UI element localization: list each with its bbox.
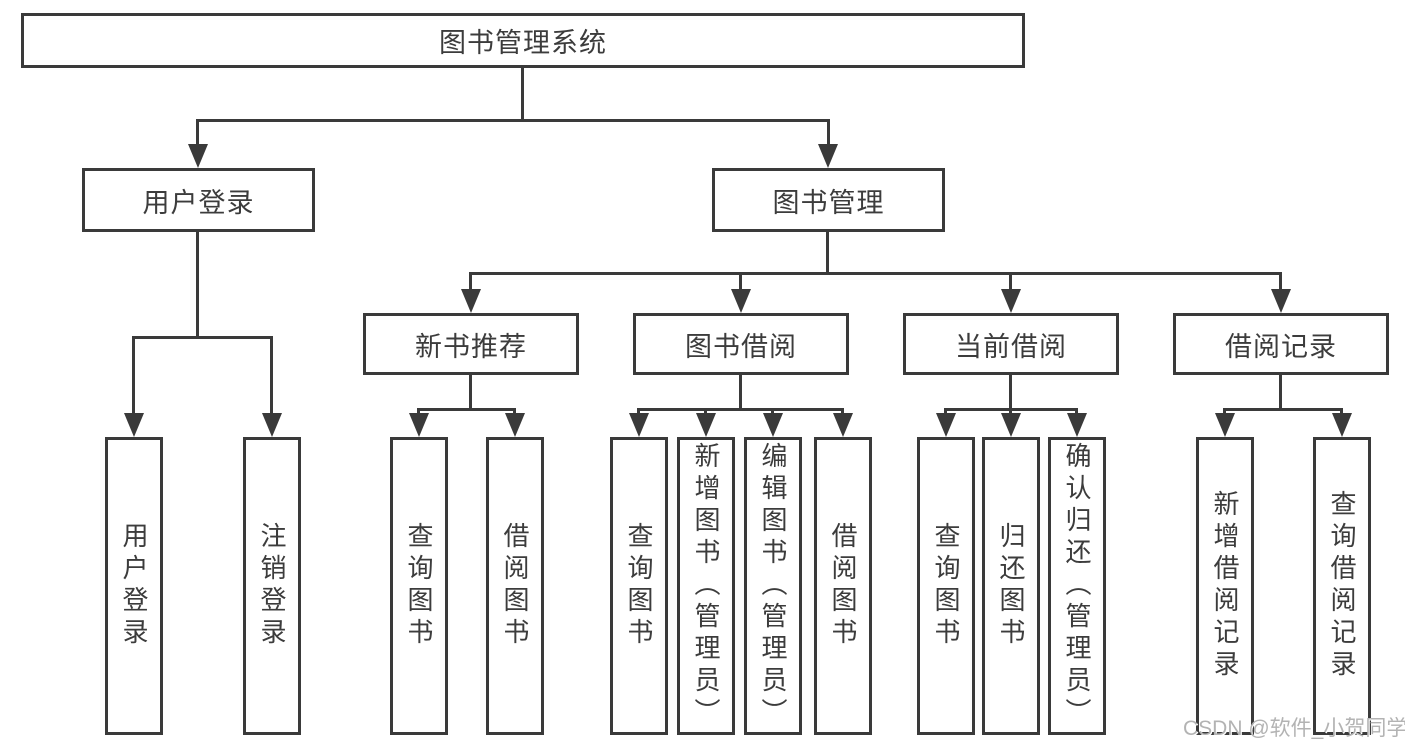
node-new-book-recommend: 新书推荐 [363, 313, 579, 375]
leaf-label: 借阅图书 [500, 522, 530, 650]
leaf-borrow-books-2: 借阅图书 [814, 437, 872, 735]
leaf-borrow-books-1: 借阅图书 [486, 437, 544, 735]
leaf-label: 查询图书 [931, 522, 961, 650]
leaf-confirm-return-admin: 确认归还（管理员） [1048, 437, 1106, 735]
arrow-down-icon [1001, 413, 1021, 437]
node-current-borrow-label: 当前借阅 [955, 331, 1067, 362]
csdn-watermark: CSDN @软件_小贺同学 [1183, 717, 1405, 740]
node-book-borrow-label: 图书借阅 [685, 331, 797, 362]
leaf-label: 查询图书 [404, 522, 434, 650]
connector-line [270, 336, 273, 418]
connector-line [1279, 375, 1282, 411]
node-current-borrow: 当前借阅 [903, 313, 1119, 375]
arrow-down-icon [731, 289, 751, 313]
leaf-add-books-admin: 新增图书（管理员） [677, 437, 735, 735]
leaf-label: 归还图书 [996, 522, 1026, 650]
connector-line [1279, 272, 1282, 292]
connector-line [196, 232, 199, 339]
node-new-book-recommend-label: 新书推荐 [415, 331, 527, 362]
arrow-down-icon [262, 413, 282, 437]
connector-line [1009, 272, 1012, 292]
arrow-down-icon [1215, 413, 1235, 437]
arrow-down-icon [1001, 289, 1021, 313]
arrow-down-icon [1271, 289, 1291, 313]
arrow-down-icon [833, 413, 853, 437]
node-borrow-records: 借阅记录 [1173, 313, 1389, 375]
leaf-label: 借阅图书 [828, 522, 858, 650]
connector-line [417, 408, 516, 411]
connector-line [521, 68, 524, 120]
leaf-edit-books-admin: 编辑图书（管理员） [744, 437, 802, 735]
connector-line [739, 272, 742, 292]
arrow-down-icon [188, 144, 208, 168]
connector-line [637, 408, 844, 411]
connector-line [469, 375, 472, 411]
arrow-down-icon [461, 289, 481, 313]
arrow-down-icon [1332, 413, 1352, 437]
connector-line [469, 272, 1282, 275]
connector-line [826, 232, 829, 275]
leaf-label: 新增图书（管理员） [691, 442, 721, 730]
leaf-query-borrow-record: 查询借阅记录 [1313, 437, 1371, 735]
arrow-down-icon [124, 413, 144, 437]
leaf-return-books: 归还图书 [982, 437, 1040, 735]
leaf-query-books-3: 查询图书 [917, 437, 975, 735]
node-root: 图书管理系统 [21, 13, 1025, 68]
leaf-user-login: 用户登录 [105, 437, 163, 735]
connector-line [739, 375, 742, 411]
leaf-label: 新增借阅记录 [1210, 490, 1240, 682]
node-book-management-label: 图书管理 [772, 187, 885, 218]
connector-line [196, 119, 829, 122]
leaf-label: 查询图书 [624, 522, 654, 650]
connector-line [827, 119, 830, 150]
node-root-label: 图书管理系统 [439, 28, 607, 58]
node-book-management: 图书管理 [712, 168, 945, 232]
node-book-borrow: 图书借阅 [633, 313, 849, 375]
node-borrow-records-label: 借阅记录 [1225, 331, 1337, 362]
leaf-label: 注销登录 [257, 522, 287, 650]
arrow-down-icon [936, 413, 956, 437]
connector-line [1223, 408, 1343, 411]
leaf-add-borrow-record: 新增借阅记录 [1196, 437, 1254, 735]
arrow-down-icon [505, 413, 525, 437]
node-user-login-label: 用户登录 [142, 187, 255, 218]
leaf-label: 编辑图书（管理员） [758, 442, 788, 730]
leaf-query-books-1: 查询图书 [390, 437, 448, 735]
arrow-down-icon [696, 413, 716, 437]
connector-line [132, 336, 135, 418]
connector-line [132, 336, 273, 339]
connector-line [469, 272, 472, 292]
node-user-login: 用户登录 [82, 168, 315, 232]
connector-line [196, 119, 199, 150]
leaf-logout: 注销登录 [243, 437, 301, 735]
connector-line [1009, 375, 1012, 411]
arrow-down-icon [763, 413, 783, 437]
arrow-down-icon [1067, 413, 1087, 437]
arrow-down-icon [629, 413, 649, 437]
leaf-label: 用户登录 [119, 522, 149, 650]
leaf-query-books-2: 查询图书 [610, 437, 668, 735]
leaf-label: 确认归还（管理员） [1062, 442, 1092, 730]
leaf-label: 查询借阅记录 [1327, 490, 1357, 682]
arrow-down-icon [409, 413, 429, 437]
arrow-down-icon [818, 144, 838, 168]
